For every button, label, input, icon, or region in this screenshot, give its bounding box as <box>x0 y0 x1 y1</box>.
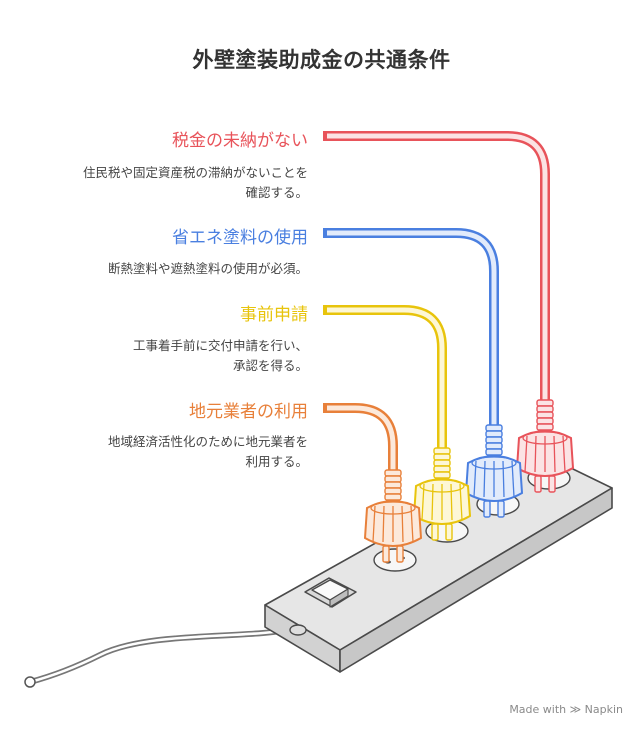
page-title: 外壁塗装助成金の共通条件 <box>192 48 451 72</box>
desc-local-contractor-line-2: 利用する。 <box>245 454 308 469</box>
cable-cap-tax <box>323 131 327 141</box>
desc-local-contractor: 地域経済活性化のために地元業者を 利用する。 <box>108 432 308 472</box>
desc-eco-paint-line-1: 断熱塗料や遮熱塗料の使用が必須。 <box>107 261 308 276</box>
power-strip-body <box>264 451 613 673</box>
socket-1 <box>373 548 417 572</box>
power-cord <box>27 625 299 685</box>
desc-pre-application: 工事着手前に交付申請を行い、 承認を得る。 <box>133 336 308 376</box>
heading-tax: 税金の未納がない <box>172 131 308 151</box>
cables <box>323 131 550 470</box>
plug-pre-application <box>412 447 472 541</box>
desc-tax-line-1: 住民税や固定資産税の滞納がないことを <box>82 165 308 180</box>
heading-local-contractor: 地元業者の利用 <box>189 402 308 422</box>
heading-eco-paint: 省エネ塗料の使用 <box>172 228 308 248</box>
heading-pre-application: 事前申請 <box>240 305 308 325</box>
cable-pre-application <box>325 305 447 448</box>
watermark: Made with ≫ Napkin <box>509 703 623 716</box>
cord-end <box>24 676 36 688</box>
desc-local-contractor-line-1: 地域経済活性化のために地元業者を <box>107 434 308 449</box>
cable-cap-pre-application <box>323 305 327 315</box>
plugs <box>363 399 575 563</box>
plug-local-contractor <box>363 469 423 563</box>
cord-grommet <box>289 624 307 636</box>
desc-tax: 住民税や固定資産税の滞納がないことを 確認する。 <box>83 163 308 203</box>
cable-tax <box>325 131 550 400</box>
cable-eco-paint <box>325 228 499 425</box>
plug-tax <box>515 399 575 493</box>
cable-cap-local-contractor <box>323 403 327 413</box>
desc-pre-application-line-1: 工事着手前に交付申請を行い、 <box>132 338 308 353</box>
power-switch <box>304 577 357 608</box>
desc-tax-line-2: 確認する。 <box>245 185 308 200</box>
plug-eco-paint <box>464 424 524 518</box>
desc-pre-application-line-2: 承認を得る。 <box>232 358 308 373</box>
desc-eco-paint: 断熱塗料や遮熱塗料の使用が必須。 <box>108 259 308 279</box>
cable-cap-eco-paint <box>323 228 327 238</box>
